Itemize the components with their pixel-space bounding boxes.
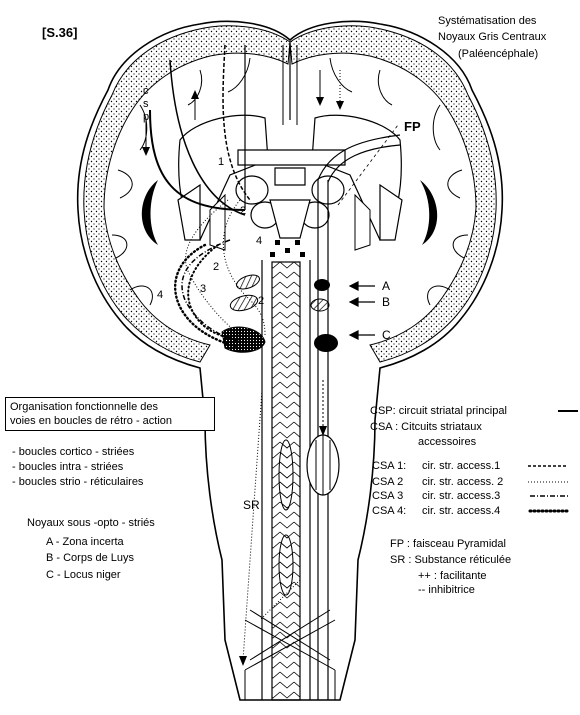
legend-row-code: CSA 2	[372, 476, 404, 488]
num-2c: 2	[240, 205, 247, 217]
nuclei-title: Noyaux sous -opto - striés	[27, 517, 155, 529]
legend-row-code: CSA 3	[372, 490, 404, 502]
legend-csa-1: CSA : Citcuits striataux	[370, 421, 482, 433]
legend-row-text: cir. str. access.4	[422, 505, 501, 517]
loop-item: - boucles intra - striées	[12, 461, 124, 473]
legend-row-code: CSA 4:	[372, 505, 407, 517]
nuclei-item: C - Locus niger	[46, 569, 121, 581]
num-1: 1	[218, 156, 225, 168]
title-line-2: Noyaux Gris Centraux	[438, 31, 547, 43]
nuclei-item: A - Zona incerta	[46, 536, 124, 548]
corps-luys-right	[310, 298, 330, 312]
locus-niger-right	[314, 334, 338, 352]
title-line-3: (Paléencéphale)	[458, 48, 539, 60]
nuclei-item: B - Corps de Luys	[46, 552, 135, 564]
cortex-right	[289, 25, 497, 363]
insula-right	[420, 180, 438, 245]
csp-circuit	[149, 109, 246, 211]
num-3: 3	[200, 283, 207, 295]
corps-luys-left	[229, 294, 259, 312]
arrow-label-a: A	[382, 279, 391, 293]
legend-fp: FP : faisceau Pyramidal	[390, 538, 506, 550]
legend-inhibitrice: -- inhibitrice	[418, 584, 475, 596]
insula-left	[141, 180, 158, 245]
organisation-line-1: Organisation fonctionnelle des	[10, 401, 158, 413]
num-2a: 2	[213, 261, 220, 273]
thalamus	[235, 149, 346, 239]
legend-csp: CSP: circuit striatal principal	[370, 405, 507, 417]
title-line-1: Systématisation des	[438, 15, 537, 27]
organisation-box: Organisation fonctionnelle des voies en …	[5, 397, 215, 431]
legend-row-text: cir. str. access.3	[422, 490, 501, 502]
small-nuclei	[270, 240, 305, 257]
pointer-arrows	[348, 281, 375, 340]
internal-capsule-left	[178, 114, 269, 242]
pyramidal-tract	[317, 134, 401, 181]
zona-incerta-left	[236, 274, 260, 290]
num-4b: 4	[256, 235, 263, 247]
arrow-label-c: C	[382, 328, 391, 342]
legend-row-code: CSA 1:	[372, 460, 407, 472]
legend-line-samples	[528, 410, 578, 513]
csa1-circuit	[222, 44, 251, 201]
csa3-circuit	[181, 239, 241, 343]
legend-row-text: cir. str. access.1	[422, 460, 501, 472]
internal-capsule-right	[311, 114, 402, 242]
csa2-circuit	[222, 199, 266, 336]
legend-csa-2: accessoires	[418, 436, 477, 448]
num-2b: 2	[258, 295, 265, 307]
zona-incerta-right	[314, 279, 330, 291]
csp-label-c: c	[143, 85, 149, 97]
arrow-label-b: B	[382, 295, 391, 309]
organisation-line-2: voies en boucles de rétro - action	[10, 415, 173, 427]
loop-item: - boucles cortico - striées	[12, 446, 135, 458]
legend-sr: SR : Substance réticulée	[390, 554, 512, 566]
num-4: 4	[157, 289, 164, 301]
csp-label-p: p	[143, 111, 150, 123]
locus-niger-left	[221, 326, 266, 353]
gyri	[111, 57, 469, 306]
legend-row-text: cir. str. access. 2	[422, 476, 504, 488]
decussation	[244, 609, 336, 671]
sr-label: SR	[243, 498, 260, 512]
slide-code: [S.36]	[42, 25, 78, 40]
legend-facilitante: ++ : facilitante	[418, 570, 487, 582]
loop-item: - boucles strio - réticulaires	[12, 476, 144, 488]
fp-label: FP	[404, 119, 421, 134]
cortex-left	[83, 25, 291, 363]
csa4-circuit	[173, 243, 237, 348]
csp-label-s: s	[143, 98, 149, 110]
